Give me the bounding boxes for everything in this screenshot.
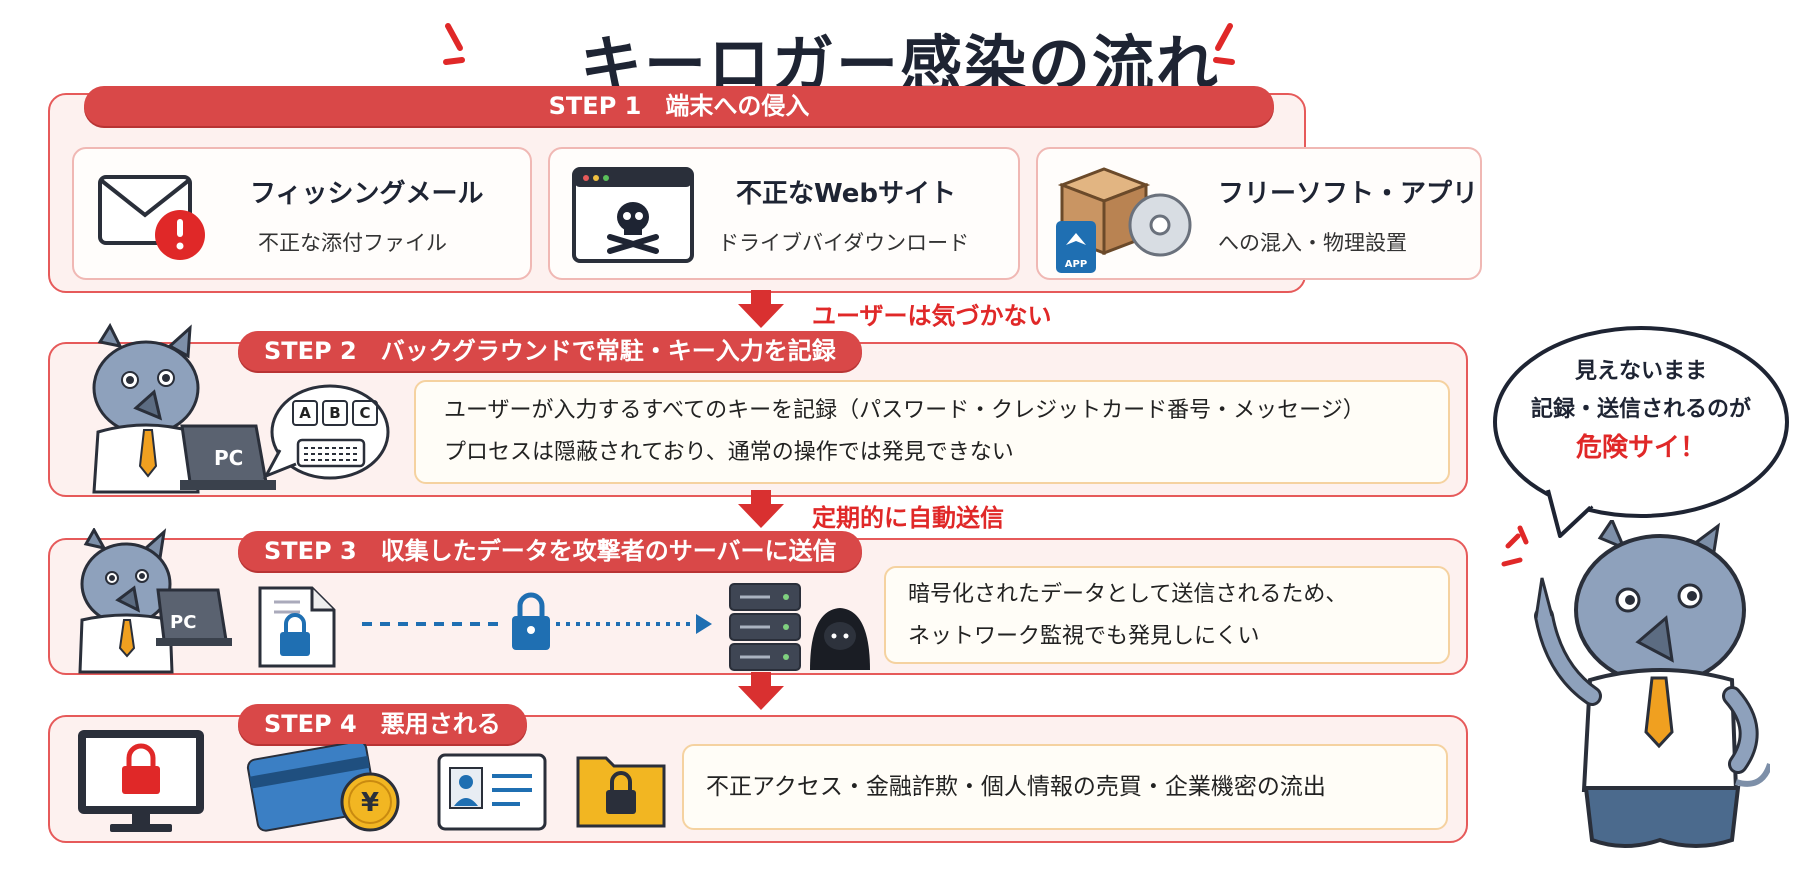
key-cap: B: [322, 400, 348, 426]
description-line: ネットワーク監視でも発見しにくい: [908, 624, 1260, 649]
flow-arrow-3-icon: [738, 672, 784, 710]
step1-card-malicious-web: 不正なWebサイト ドライブバイダウンロード: [548, 147, 1020, 280]
key-caps-row: A B C: [292, 400, 378, 426]
step4-header: STEP 4 悪用される: [238, 704, 527, 744]
rhino-mascot-pointing-icon: [1501, 520, 1770, 848]
package-disc-app-icon: APP: [1056, 167, 1192, 273]
step3-description: 暗号化されたデータとして送信されるため、 ネットワーク監視でも発見しにくい: [884, 566, 1450, 664]
card-title: フィッシングメール: [250, 179, 484, 209]
id-card-icon: [437, 753, 547, 831]
step1-card-freeware: APP フリーソフト・アプリ への混入・物理設置: [1036, 147, 1482, 280]
rhino-at-laptop-icon: [92, 322, 276, 494]
step2-header: STEP 2 バックグラウンドで常駐・キー入力を記録: [238, 331, 862, 371]
card-title: 不正なWebサイト: [736, 179, 956, 209]
speech-bubble-shape: [1493, 326, 1789, 538]
description-line: プロセスは隠蔽されており、通常の操作では発見できない: [444, 440, 1014, 465]
card-title: フリーソフト・アプリ: [1218, 179, 1479, 209]
step1-card-phishing: フィッシングメール 不正な添付ファイル: [72, 147, 532, 280]
arrow-1-label: ユーザーは気づかない: [812, 302, 1052, 330]
locked-document-icon: [258, 586, 336, 668]
flow-arrow-2-icon: [738, 490, 784, 528]
spark-left-icon: [443, 23, 465, 65]
locked-folder-icon: [576, 756, 666, 828]
description-line: 暗号化されたデータとして送信されるため、: [908, 582, 1348, 607]
description-line: ユーザーが入力するすべてのキーを記録（パスワード・クレジットカード番号・メッセー…: [444, 398, 1365, 423]
flow-arrow-1-icon: [738, 290, 784, 328]
spark-right-icon: [1213, 23, 1235, 65]
locked-monitor-icon: [78, 730, 204, 832]
step1-header: STEP 1 端末への侵入: [84, 86, 1274, 126]
skull-browser-icon: [572, 167, 694, 263]
step4-description: 不正アクセス・金融詐欺・個人情報の売買・企業機密の流出: [682, 744, 1448, 830]
laptop-label: PC: [214, 446, 244, 470]
arrow-2-label: 定期的に自動送信: [812, 504, 1004, 532]
step3-header: STEP 3 収集したデータを攻撃者のサーバーに送信: [238, 531, 863, 571]
step2-description: ユーザーが入力するすべてのキーを記録（パスワード・クレジットカード番号・メッセー…: [414, 380, 1450, 484]
card-subtitle: への混入・物理設置: [1218, 231, 1407, 255]
bubble-danger-line: 危険サイ！: [1575, 433, 1706, 463]
card-subtitle: ドライブバイダウンロード: [718, 231, 970, 255]
app-label: APP: [1065, 259, 1087, 270]
credit-card-yen-icon: ¥: [246, 744, 400, 832]
card-subtitle: 不正な添付ファイル: [258, 231, 447, 255]
speech-bubble-text: 見えないまま 記録・送信されるのが 危険サイ！: [1500, 353, 1782, 467]
laptop-label: PC: [170, 612, 197, 633]
yen-symbol: ¥: [361, 788, 379, 818]
keyboard-speech-bubble-icon: [262, 384, 390, 480]
rhino-laptop-small-icon: [78, 528, 232, 674]
envelope-warning-icon: [98, 175, 205, 260]
bubble-line: 記録・送信されるのが: [1530, 397, 1751, 422]
key-cap: A: [292, 400, 318, 426]
description-line: 不正アクセス・金融詐欺・個人情報の売買・企業機密の流出: [706, 774, 1326, 800]
bubble-line: 見えないまま: [1574, 359, 1707, 384]
key-cap: C: [352, 400, 378, 426]
attacker-server-icon: [729, 583, 870, 671]
transfer-dotted-arrow-icon: [362, 592, 712, 650]
